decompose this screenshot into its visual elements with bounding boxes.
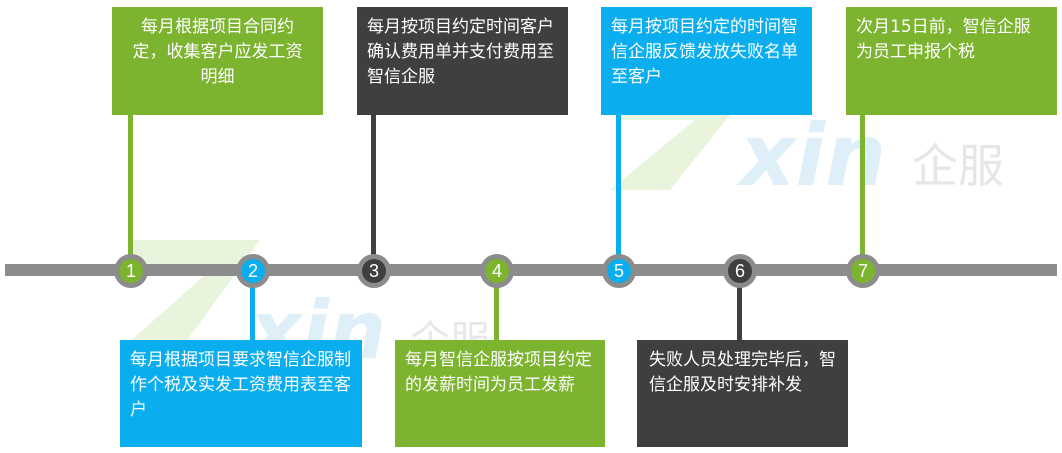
step-node-3: 3 xyxy=(357,254,391,288)
step-number-1: 1 xyxy=(119,259,143,283)
step-number-3: 3 xyxy=(362,259,386,283)
step-box-6: 失败人员处理完毕后，智信企服及时安排补发 xyxy=(637,340,848,447)
step-number-7: 7 xyxy=(851,259,875,283)
step-box-7: 次月15日前，智信企服为员工申报个税 xyxy=(846,7,1057,115)
step-node-2: 2 xyxy=(236,254,270,288)
step-number-2: 2 xyxy=(241,259,265,283)
connector-5 xyxy=(616,115,621,265)
connector-3 xyxy=(371,115,376,265)
step-node-1: 1 xyxy=(114,254,148,288)
step-node-7: 7 xyxy=(846,254,880,288)
step-node-5: 5 xyxy=(602,254,636,288)
timeline-bar xyxy=(5,264,1057,276)
step-box-1: 每月根据项目合同约定，收集客户应发工资明细 xyxy=(112,7,323,115)
connector-2 xyxy=(250,275,255,340)
connector-7 xyxy=(860,115,865,265)
step-box-4: 每月智信企服按项目约定的发薪时间为员工发薪 xyxy=(395,340,605,447)
step-box-3: 每月按项目约定时间客户确认费用单并支付费用至智信企服 xyxy=(357,7,568,115)
step-node-4: 4 xyxy=(480,254,514,288)
step-number-4: 4 xyxy=(485,259,509,283)
step-number-6: 6 xyxy=(728,259,752,283)
step-box-2: 每月根据项目要求智信企服制作个税及实发工资费用表至客户 xyxy=(120,340,362,447)
connector-1 xyxy=(128,115,133,265)
step-number-5: 5 xyxy=(607,259,631,283)
connector-4 xyxy=(494,275,499,340)
step-box-5: 每月按项目约定的时间智信企服反馈发放失败名单至客户 xyxy=(601,7,812,115)
connector-6 xyxy=(737,275,742,340)
step-node-6: 6 xyxy=(723,254,757,288)
svg-text:企服: 企服 xyxy=(912,139,1004,193)
